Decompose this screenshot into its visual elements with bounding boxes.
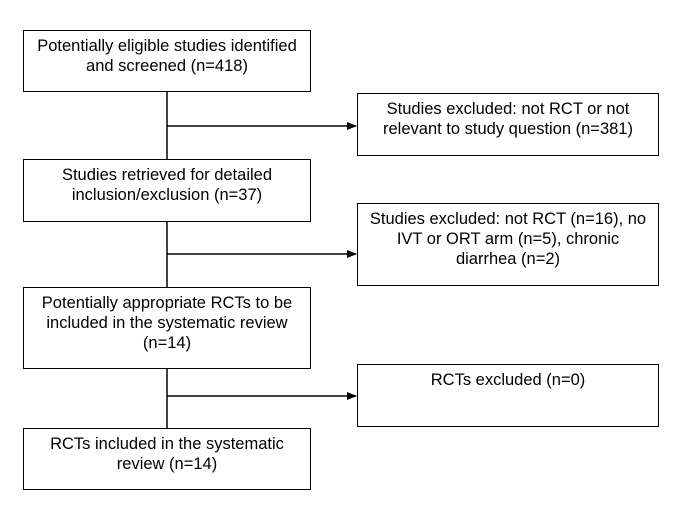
exclusion-box-not-relevant: Studies excluded: not RCT or not relevan… bbox=[357, 93, 659, 156]
exclusion-text-criteria: Studies excluded: not RCT (n=16), no IVT… bbox=[369, 210, 647, 268]
step-box-screened: Potentially eligible studies identified … bbox=[23, 30, 311, 92]
step-text-appropriate-rcts: Potentially appropriate RCTs to be inclu… bbox=[41, 294, 293, 352]
step-box-included: RCTs included in the systematic review (… bbox=[23, 428, 311, 490]
step-text-retrieved: Studies retrieved for detailed inclusion… bbox=[61, 166, 273, 204]
step-text-screened: Potentially eligible studies identified … bbox=[37, 37, 297, 75]
step-text-included: RCTs included in the systematic review (… bbox=[50, 435, 284, 473]
exclusion-text-not-relevant: Studies excluded: not RCT or not relevan… bbox=[383, 100, 633, 138]
exclusion-box-rcts: RCTs excluded (n=0) bbox=[357, 364, 659, 427]
step-box-appropriate-rcts: Potentially appropriate RCTs to be inclu… bbox=[23, 287, 311, 369]
exclusion-text-rcts: RCTs excluded (n=0) bbox=[430, 371, 586, 389]
step-box-retrieved: Studies retrieved for detailed inclusion… bbox=[23, 159, 311, 222]
exclusion-box-criteria: Studies excluded: not RCT (n=16), no IVT… bbox=[357, 203, 659, 286]
